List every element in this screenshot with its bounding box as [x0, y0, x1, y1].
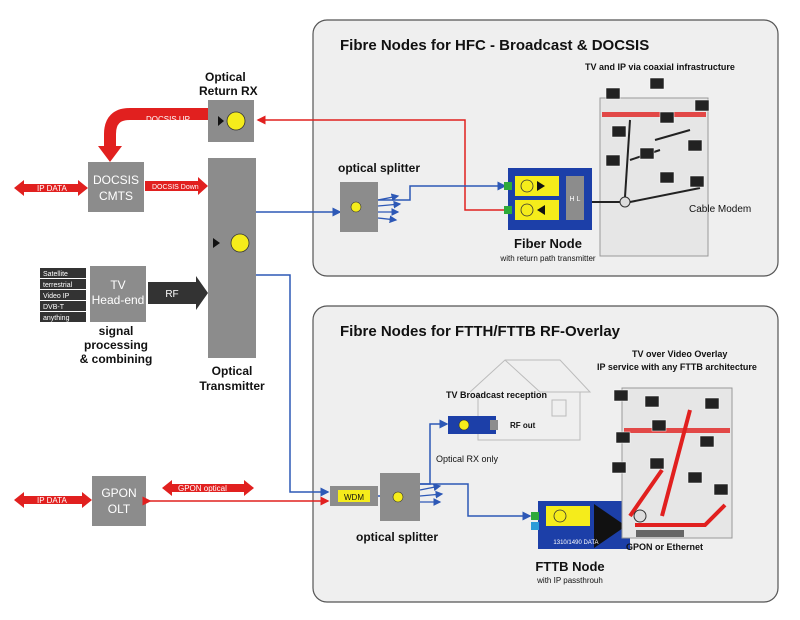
hfc-splitter-icon: [350, 201, 362, 213]
headend-label-1: TV: [110, 278, 125, 292]
ftth-splitter-icon: [392, 491, 404, 503]
tv-headend-box: [90, 266, 146, 322]
source-item: Satellite: [43, 271, 68, 278]
source-item: Video IP: [43, 293, 70, 300]
olt-label-2: OLT: [108, 502, 131, 516]
fiber-node-amplifier: [566, 176, 584, 220]
fttb-amp-icon: [594, 504, 626, 548]
transmitter-laser-icon: [230, 233, 250, 253]
cmts-label-2: CMTS: [99, 189, 133, 203]
fiber-node-label: Fiber Node: [514, 236, 582, 251]
signal-label-1: signal: [99, 324, 134, 338]
coax-splitter-icon: [619, 196, 631, 208]
docsis-down-label: DOCSIS Down: [152, 184, 199, 191]
ip-data-arrow-2: [14, 492, 92, 508]
cable-modem-label: Cable Modem: [689, 204, 751, 215]
ftth-subtitle-1: TV over Video Overlay: [632, 349, 727, 359]
ethernet-switch: [636, 530, 684, 537]
headend-label-2: Head-end: [92, 293, 145, 307]
signal-label-2: processing: [84, 338, 148, 352]
ftth-subtitle-2: IP service with any FTTB architecture: [597, 362, 757, 372]
fiber-node-tx-icon: [520, 203, 534, 217]
fttb-rx-icon: [553, 509, 567, 523]
docsis-down-arrow: [145, 177, 208, 195]
ip-data-label-2: IP DATA: [37, 496, 67, 505]
gpon-optical-arrow: [162, 480, 254, 496]
ftth-to-node-fiber: [420, 483, 532, 521]
data-label: 1310/1490 DATA: [553, 540, 598, 546]
ftth-forward-fiber: [256, 274, 330, 497]
source-item: anything: [43, 315, 70, 322]
ftth-splitter-outputs: [419, 483, 444, 506]
gpon-optical-label: GPON optical: [178, 484, 227, 493]
olt-label-1: GPON: [101, 486, 136, 500]
hfc-subtitle: TV and IP via coaxial infrastructure: [585, 62, 735, 72]
rf-arrow: [148, 276, 208, 310]
opt-tx-label-2: Transmitter: [199, 379, 265, 393]
transmitter-triangle-icon: [213, 238, 220, 248]
optical-rx-only-device: [448, 416, 496, 434]
gpon-olt-box: [92, 476, 146, 526]
fiber-node-rx-icon: [520, 179, 534, 193]
hl-label: H L: [570, 196, 581, 203]
rf-label: RF: [165, 289, 178, 300]
cmts-label-1: DOCSIS: [93, 173, 139, 187]
fiber-node-sub: with return path transmitter: [499, 254, 595, 263]
ip-data-label-1: IP DATA: [37, 184, 67, 193]
return-rx-detector-icon: [226, 111, 246, 131]
return-fiber-line: [256, 115, 505, 211]
docsis-up-label: DOCSIS UP: [146, 115, 190, 124]
signal-source-list: Satellite terrestrial Video IP DVB-T any…: [40, 268, 86, 322]
rf-out-label: RF out: [510, 421, 536, 430]
ftth-title: Fibre Nodes for FTTH/FTTB RF-Overlay: [340, 323, 621, 340]
fttb-node-label: FTTB Node: [535, 559, 604, 574]
hfc-title: Fibre Nodes for HFC - Broadcast & DOCSIS: [340, 37, 649, 54]
source-item: terrestrial: [43, 282, 73, 289]
ftth-building: [621, 387, 733, 539]
fttb-node-sub: with IP passthrouh: [536, 576, 603, 585]
ftth-coax-splitter-icon: [633, 509, 647, 523]
optical-rx-only-label: Optical RX only: [436, 454, 499, 464]
gpon-eth-label: GPON or Ethernet: [626, 542, 703, 552]
docsis-up-arrow: [104, 108, 208, 147]
signal-label-3: & combining: [80, 352, 153, 366]
optical-return-rx-label-2: Return RX: [199, 84, 258, 98]
hfc-splitter-outputs: [377, 193, 402, 224]
opt-tx-label-1: Optical: [212, 364, 253, 378]
broadcast-label: TV Broadcast reception: [446, 390, 547, 400]
ip-data-arrow-1: [14, 180, 88, 196]
optical-transmitter-box: [208, 158, 256, 358]
hfc-splitter-label: optical splitter: [338, 161, 420, 175]
docsis-cmts-box: [88, 162, 144, 212]
optical-return-rx-label-1: Optical: [205, 70, 246, 84]
return-rx-triangle-icon: [218, 116, 224, 126]
source-item: DVB-T: [43, 304, 65, 311]
wdm-label: WDM: [344, 493, 364, 502]
ftth-splitter-label: optical splitter: [356, 530, 438, 544]
ftth-tv-sets: [611, 389, 729, 496]
hfc-tv-sets: [605, 77, 710, 188]
